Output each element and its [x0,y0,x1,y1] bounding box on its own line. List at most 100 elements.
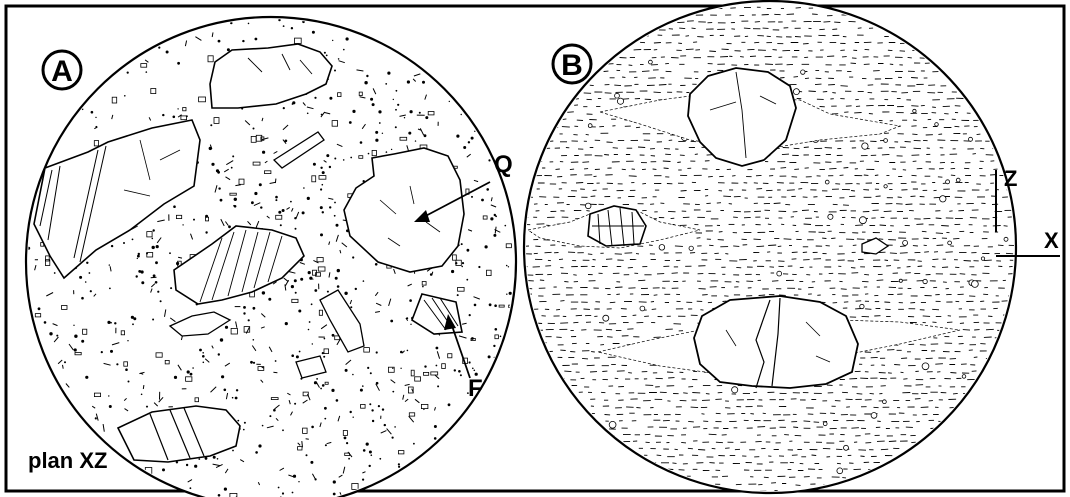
matrix-grain [320,188,322,190]
foliation-dash [764,477,769,478]
matrix-grain [346,442,348,444]
foliation-dash [638,147,645,148]
foliation-dash [565,470,570,471]
matrix-grain [903,240,908,245]
matrix-grain [394,426,396,428]
foliation-dash [562,127,570,128]
matrix-grain [376,351,378,353]
foliation-dash [882,154,890,155]
matrix-grain [495,328,498,331]
matrix-grain [162,114,164,116]
matrix-grain [320,233,323,236]
matrix-grain [253,307,256,310]
matrix-grain [248,319,250,321]
foliation-dash [686,36,690,37]
matrix-grain [493,234,496,237]
foliation-dash [918,266,923,267]
foliation-dash [912,134,917,135]
matrix-grain [488,355,491,358]
matrix-grain [413,443,415,445]
foliation-dash [596,455,600,456]
foliation-dash [984,8,987,9]
foliation-dash [702,414,705,415]
matrix-grain [224,488,227,491]
matrix-grain [448,403,451,406]
foliation-dash [622,169,626,170]
foliation-dash [688,448,693,449]
matrix-grain [224,389,227,392]
matrix-grain [382,408,384,410]
foliation-dash [679,8,686,9]
foliation-dash [657,455,662,456]
matrix-grain [177,62,180,65]
matrix-grain [294,403,296,405]
foliation-dash [954,22,958,23]
matrix-grain [308,271,311,274]
matrix-grain [312,343,313,344]
matrix-grain [844,445,849,450]
foliation-dash [652,309,657,310]
foliation-dash [582,358,588,359]
matrix-grain [291,285,294,288]
matrix-grain [243,312,245,314]
matrix-grain [199,458,201,460]
foliation-dash [951,175,955,176]
matrix-grain [386,151,388,153]
matrix-grain [415,140,416,141]
matrix-grain [329,206,331,208]
plane-label: plan XZ [28,448,107,473]
foliation-dash [533,113,538,114]
matrix-grain [345,369,348,372]
matrix-grain [828,214,833,219]
foliation-dash [889,441,896,442]
matrix-grain [296,355,299,358]
matrix-grain [325,444,327,446]
foliation-dash [560,301,564,302]
matrix-grain [871,413,877,419]
matrix-grain [176,262,179,265]
matrix-grain [143,385,144,389]
matrix-grain [56,335,58,337]
matrix-grain [375,263,378,266]
matrix-grain [90,290,92,292]
matrix-grain [63,365,64,369]
foliation-dash [705,196,708,197]
matrix-grain [192,367,194,369]
foliation-dash [615,378,619,379]
matrix-grain [253,128,255,130]
matrix-grain [506,265,508,267]
matrix-grain [141,270,144,273]
matrix-grain [128,381,130,383]
foliation-dash [753,392,757,393]
foliation-dash [686,49,694,50]
matrix-grain [615,93,620,98]
foliation-dash [809,91,816,92]
matrix-grain [343,49,345,51]
matrix-grain [463,146,466,149]
foliation-dash [950,421,956,422]
matrix-grain [173,116,176,119]
matrix-grain [395,109,397,111]
matrix-grain [385,83,387,85]
matrix-grain [485,245,488,248]
matrix-grain [236,389,238,391]
foliation-dash [756,246,764,247]
matrix-grain [311,426,314,429]
foliation-dash [805,78,809,79]
matrix-grain [152,319,154,321]
foliation-dash [946,252,953,253]
foliation-dash [1007,350,1012,351]
foliation-dash [928,22,936,23]
foliation-dash [918,29,924,30]
matrix-grain [109,405,112,408]
foliation-dash [581,421,584,422]
foliation-dash [672,463,676,464]
matrix-grain [137,255,140,258]
foliation-dash [900,253,908,254]
matrix-grain [344,437,347,440]
matrix-grain [275,199,277,201]
matrix-grain [234,205,237,208]
foliation-dash [901,372,904,373]
foliation-dash [949,211,952,212]
matrix-grain [823,422,827,426]
